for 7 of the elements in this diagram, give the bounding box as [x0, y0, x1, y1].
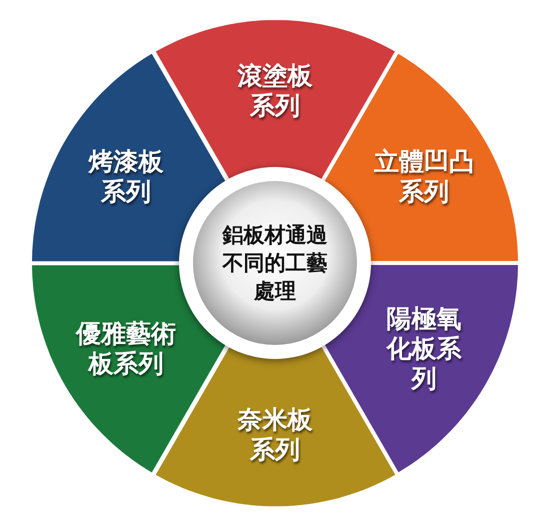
- segment-label: 奈米板系列: [236, 404, 314, 465]
- center-label: 鋁板材通過不同的工藝處理: [221, 222, 328, 305]
- segment-label: 立體凹凸系列: [372, 146, 475, 207]
- segment-label: 滾塗板系列: [236, 61, 314, 121]
- segment-label: 陽極氧化板系列: [385, 304, 462, 394]
- segment-label: 烤漆板系列: [87, 146, 165, 207]
- segment-label: 優雅藝術板系列: [74, 319, 178, 379]
